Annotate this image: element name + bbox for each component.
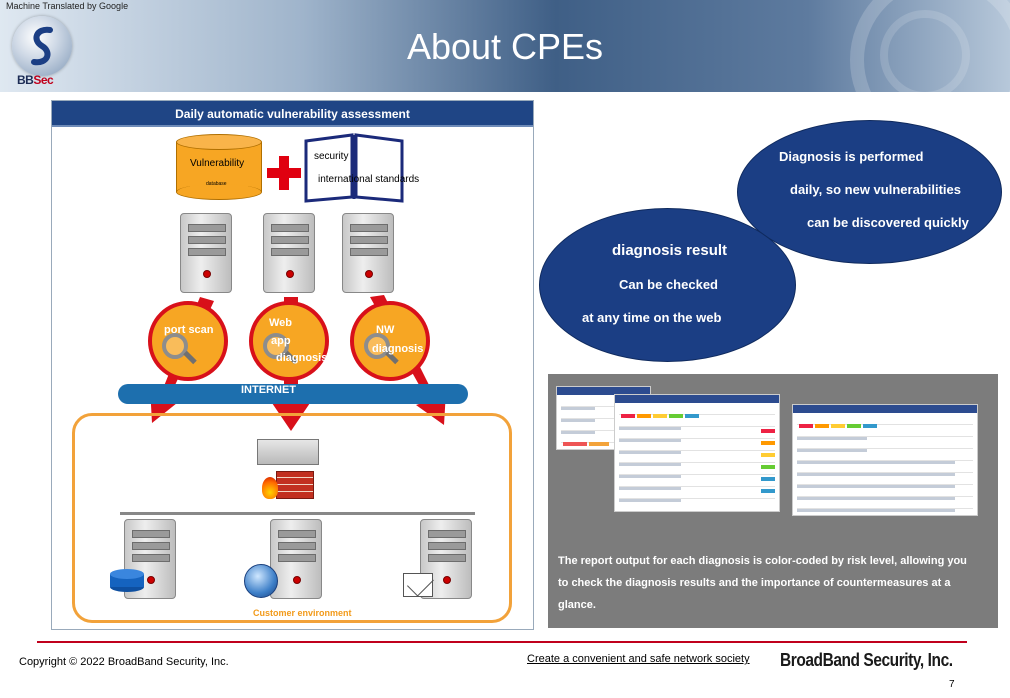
diagnosis-label: diagnosis xyxy=(276,352,328,364)
report-thumbnail xyxy=(792,404,978,516)
globe-icon xyxy=(244,564,278,598)
brand-name: BroadBand Security, Inc. xyxy=(780,650,953,670)
web-app-diagnosis-circle xyxy=(249,301,329,381)
customer-environment-label: Customer environment xyxy=(253,608,352,618)
logo-text-secondary: Sec xyxy=(33,73,54,87)
diagnosis-label: app xyxy=(271,335,291,347)
database-label: Vulnerability xyxy=(190,158,245,169)
copyright-text: Copyright © 2022 BroadBand Security, Inc… xyxy=(19,656,229,668)
database-sublabel: database xyxy=(206,181,227,187)
network-line xyxy=(120,512,475,515)
database-icon: Vulnerability database xyxy=(176,134,262,200)
magnifier-icon xyxy=(263,333,289,359)
diagnosis-label: diagnosis xyxy=(372,343,424,355)
bubble-text: can be discovered quickly xyxy=(807,215,969,230)
report-thumbnail xyxy=(614,394,780,512)
database-disk-icon xyxy=(110,569,144,592)
slide-header: Machine Translated by Google BBSec About… xyxy=(0,0,1010,92)
mail-icon xyxy=(403,573,433,597)
report-description-line: The report output for each diagnosis is … xyxy=(558,555,967,567)
customer-environment-box xyxy=(72,413,512,623)
bubble-heading: diagnosis result xyxy=(612,242,728,259)
diagnosis-label: NW xyxy=(376,324,395,336)
bubble-text: daily, so new vulnerabilities xyxy=(790,182,961,197)
logo-text-primary: BB xyxy=(17,73,34,87)
report-screenshot-panel xyxy=(548,374,998,628)
bubble-text: Diagnosis is performed xyxy=(779,149,924,164)
internet-label: INTERNET xyxy=(241,384,296,396)
plus-icon xyxy=(267,156,301,190)
book-label-security: security xyxy=(314,151,349,162)
diagnosis-label: Web xyxy=(269,317,293,329)
book-label-standards: international standards xyxy=(318,174,420,185)
internet-bar xyxy=(118,384,468,404)
tagline-link[interactable]: Create a convenient and safe network soc… xyxy=(527,653,750,665)
machine-translated-note: Machine Translated by Google xyxy=(6,1,129,11)
diagram-heading: Daily automatic vulnerability assessment xyxy=(52,101,533,127)
report-description-line: glance. xyxy=(558,599,596,611)
server-icon xyxy=(342,213,394,293)
assessment-diagram: Daily automatic vulnerability assessment… xyxy=(51,100,534,630)
diagnosis-result-bubble xyxy=(539,208,796,362)
port-scan-circle xyxy=(148,301,228,381)
server-icon xyxy=(180,213,232,293)
footer-divider xyxy=(37,641,967,643)
fire-icon xyxy=(262,477,278,499)
router-icon xyxy=(257,439,319,465)
open-book-icon xyxy=(304,133,404,203)
report-description-line: to check the diagnosis results and the i… xyxy=(558,577,951,589)
server-icon xyxy=(263,213,315,293)
firewall-icon xyxy=(276,471,314,499)
bubble-text: at any time on the web xyxy=(582,310,722,325)
slide-title: About CPEs xyxy=(406,26,604,67)
nw-diagnosis-circle xyxy=(350,301,430,381)
diagnosis-label: port scan xyxy=(164,324,214,336)
bubble-text: Can be checked xyxy=(619,277,718,292)
company-logo-icon xyxy=(12,16,72,76)
page-number: 7 xyxy=(949,679,955,690)
decorative-swirl xyxy=(880,10,970,92)
daily-diagnosis-bubble xyxy=(737,120,1002,264)
server-icon xyxy=(270,519,322,599)
logo-text: BBSec xyxy=(17,73,54,87)
